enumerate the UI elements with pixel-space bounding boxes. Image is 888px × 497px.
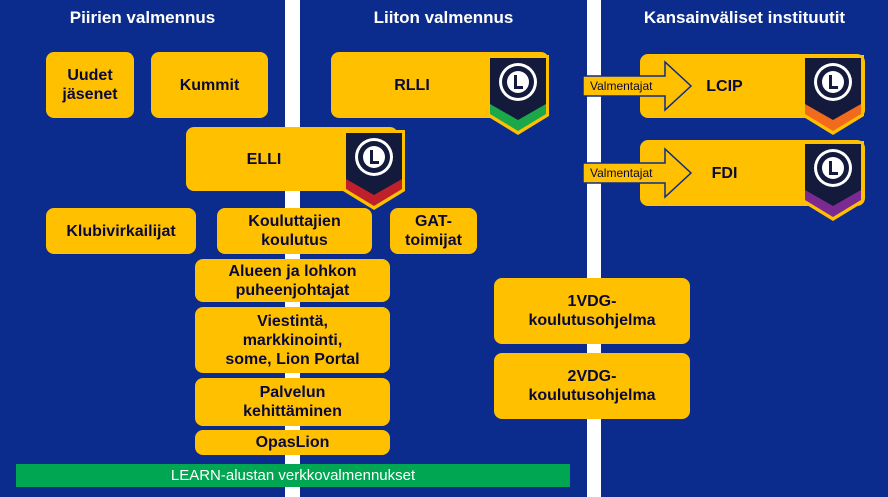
box-klubivirkailijat: Klubivirkailijat xyxy=(46,208,196,254)
arrow-label-fdi: Valmentajat xyxy=(590,166,653,180)
column-title-federation: Liiton valmennus xyxy=(373,8,514,27)
arrow-valmentajat-lcip xyxy=(582,60,693,112)
lions-badge-fdi xyxy=(801,140,865,227)
shield-icon xyxy=(343,130,405,210)
box-2vdg: 2VDG- koulutusohjelma xyxy=(494,353,690,419)
box-palvelun-kehittaminen: Palvelun kehittäminen xyxy=(195,378,390,426)
arrow-label-lcip: Valmentajat xyxy=(590,79,653,93)
box-1vdg: 1VDG- koulutusohjelma xyxy=(494,278,690,344)
shield-icon xyxy=(487,55,549,135)
column-title-district: Piirien valmennus xyxy=(69,8,216,27)
box-opaslion: OpasLion xyxy=(195,430,390,455)
shield-icon xyxy=(802,141,864,221)
box-uudet-jasenet: Uudet jäsenet xyxy=(46,52,134,118)
box-kummit: Kummit xyxy=(151,52,268,118)
lions-badge-lcip xyxy=(801,54,865,141)
box-viestinta: Viestintä, markkinointi, some, Lion Port… xyxy=(195,307,390,373)
lions-badge-rlli xyxy=(486,54,550,141)
learn-platform-bar: LEARN-alustan verkkovalmennukset xyxy=(16,464,570,487)
column-title-international: Kansainväliset instituutit xyxy=(643,8,846,27)
arrow-valmentajat-fdi xyxy=(582,147,693,199)
lions-badge-elli xyxy=(342,129,406,216)
shield-icon xyxy=(802,55,864,135)
box-gat-toimijat: GAT- toimijat xyxy=(390,208,477,254)
box-kouluttajien-koulutus: Kouluttajien koulutus xyxy=(217,208,372,254)
box-alueen-ja-lohkon: Alueen ja lohkon puheenjohtajat xyxy=(195,259,390,302)
